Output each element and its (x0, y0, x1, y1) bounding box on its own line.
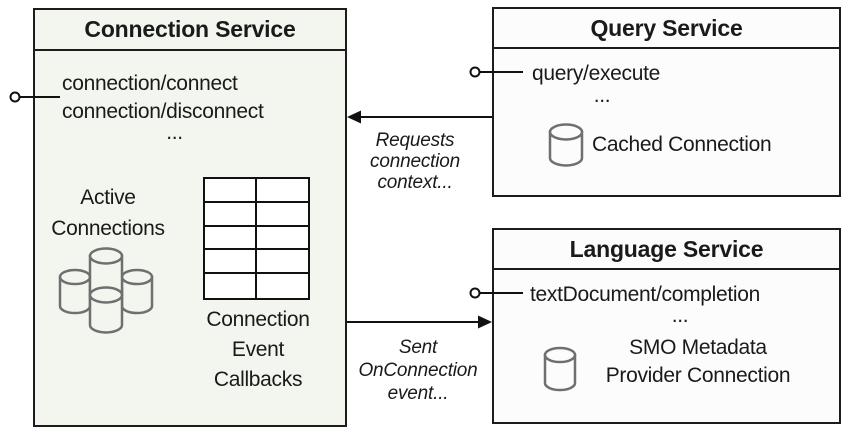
requests-arrow (347, 110, 492, 124)
requests-connection-context-label: Requests connection context... (370, 130, 460, 193)
query-methods-ellipsis: ... (593, 84, 611, 107)
connection-disconnect-method: connection/disconnect (62, 100, 264, 123)
callback-table-cell (256, 203, 308, 227)
callback-table-cell (257, 274, 309, 298)
connection-methods-ellipsis: ... (166, 121, 183, 144)
query-execute-method: query/execute (532, 62, 661, 85)
callback-table-cell (256, 227, 308, 251)
connection-service-title: Connection Service (35, 10, 345, 51)
connection-event-callbacks-label: Connection Event Callbacks (206, 308, 310, 391)
query-service-title: Query Service (494, 9, 839, 49)
active-connections-label: Active Connections (51, 186, 165, 240)
callback-table-cell (205, 250, 257, 275)
callback-table (203, 177, 310, 300)
cached-connection-label: Cached Connection (592, 133, 772, 156)
callback-table-cell (205, 179, 257, 203)
sent-onconnection-event-label: Sent OnConnection event... (358, 337, 478, 404)
callback-table-cell (256, 179, 308, 203)
smo-metadata-provider-label: SMO Metadata Provider Connection (605, 336, 791, 387)
textdocument-completion-method: textDocument/completion (530, 283, 761, 306)
language-methods-ellipsis: ... (671, 304, 689, 327)
connection-connect-method: connection/connect (62, 72, 238, 95)
callback-table-cell (205, 226, 257, 251)
sent-arrow (347, 315, 492, 329)
callback-table-cell (256, 250, 308, 275)
language-service-title: Language Service (494, 230, 839, 270)
callback-table-cell (205, 202, 257, 227)
language-service-box: Language Service (492, 228, 841, 424)
callback-table-cell (205, 274, 257, 298)
